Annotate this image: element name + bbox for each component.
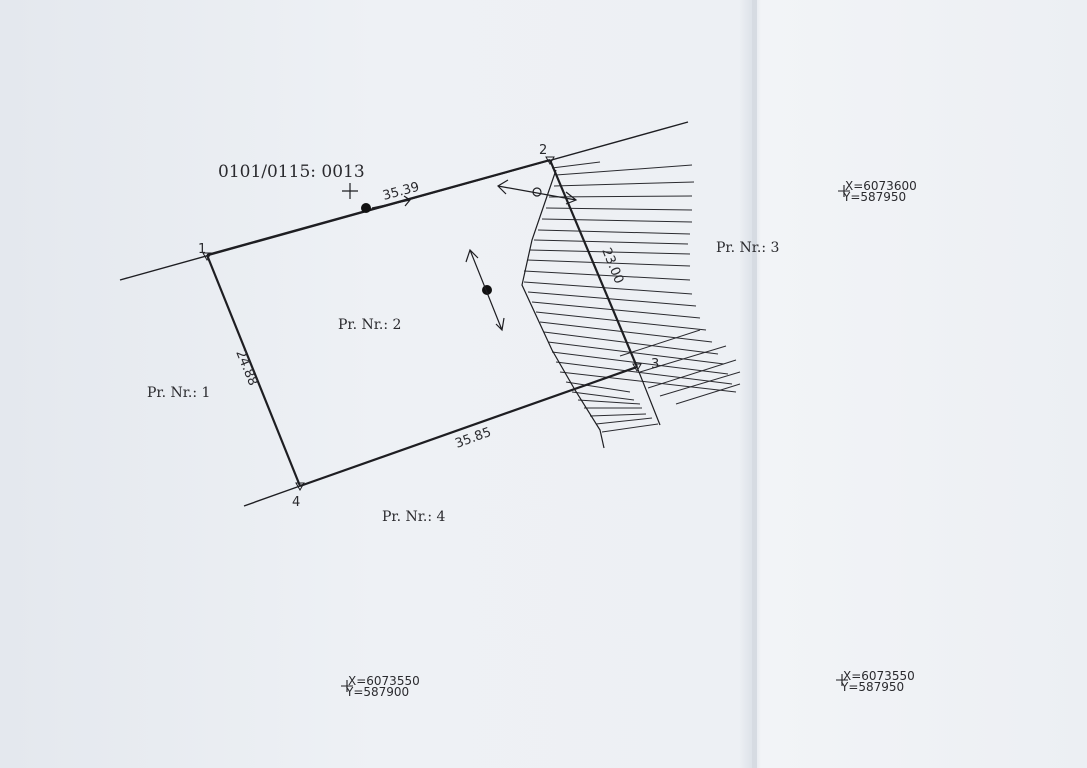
- grid-cross-icon: [838, 185, 850, 197]
- point-label-3: 3: [651, 357, 659, 372]
- slope-outline: [521, 169, 605, 449]
- grid-y-3: Y=587950: [840, 680, 904, 694]
- grid-mark-3: X=6073550 Y=587950: [836, 669, 915, 694]
- paper-fold: [752, 0, 757, 768]
- crosshair-icon: [342, 183, 358, 199]
- survey-point-dot: [361, 203, 371, 213]
- corner-marker-4: [295, 482, 305, 492]
- grid-y-1: Y=587950: [842, 190, 906, 204]
- grid-y-2: Y=587900: [345, 685, 409, 699]
- boundary-4-1: [205, 254, 302, 487]
- corner-marker-1: [202, 252, 212, 262]
- slope-hatching: [523, 161, 741, 433]
- parcel-label-center: Pr. Nr.: 2: [338, 317, 401, 333]
- corner-marker-2: [545, 156, 555, 166]
- south-boundary-ext: [243, 485, 301, 507]
- double-arrow-icon: [465, 248, 505, 332]
- grid-cross-icon: [341, 680, 353, 692]
- point-label-4: 4: [292, 495, 300, 510]
- parcel-label-south: Pr. Nr.: 4: [382, 509, 445, 525]
- boundary-3-ext: [636, 366, 661, 426]
- direction-arrow-icon: [371, 195, 411, 209]
- boundary-1-2: [206, 158, 551, 257]
- parcel-label-east: Pr. Nr.: 3: [716, 240, 779, 256]
- grid-x-2: X=6073550: [348, 674, 420, 688]
- grid-x-1: X=6073600: [845, 179, 917, 193]
- corner-marker-3: [632, 363, 642, 373]
- dimension-left: 24.88: [232, 348, 260, 388]
- parcel-id: 0101/0115: 0013: [218, 162, 365, 182]
- grid-cross-icon: [836, 674, 848, 686]
- boundary-2-3: [548, 159, 639, 368]
- grid-x-3: X=6073550: [843, 669, 915, 683]
- grid-mark-1: X=6073600 Y=587950: [838, 179, 917, 204]
- horizontal-double-arrow-icon: [497, 179, 578, 205]
- point-label-1: 1: [198, 242, 206, 257]
- grid-mark-2: X=6073550 Y=587900: [341, 674, 420, 699]
- boundary-3-4: [299, 365, 638, 488]
- point-label-2: 2: [539, 143, 547, 158]
- parcel-label-west: Pr. Nr.: 1: [147, 385, 210, 401]
